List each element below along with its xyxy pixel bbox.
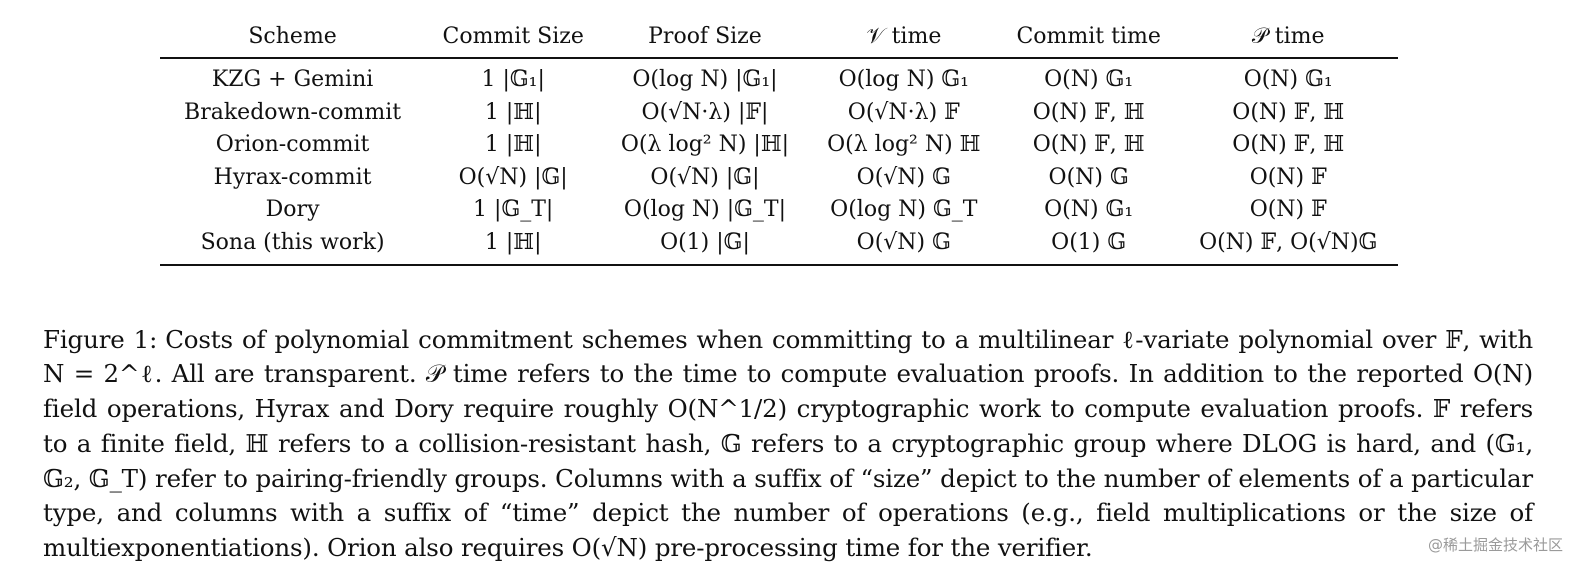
table-row: KZG + Gemini 1 |𝔾₁| O(log N) |𝔾₁| O(log … xyxy=(160,58,1398,97)
cell-verifier-time: O(√N) 𝔾 xyxy=(808,226,999,266)
cell-commit-time: O(N) 𝔾₁ xyxy=(1044,67,1134,93)
cell-proof-size: O(log N) |𝔾_T| xyxy=(623,197,787,223)
cell-commit-size: 1 |𝔾_T| xyxy=(473,197,554,223)
table-row: Orion-commit 1 |ℍ| O(λ log² N) |ℍ| O(λ l… xyxy=(160,129,1398,162)
cell-prover-time: O(N) 𝔾₁ xyxy=(1243,67,1333,93)
cell-prover-time: O(N) 𝔽 xyxy=(1249,164,1327,190)
header-row: Scheme Commit Size Proof Size 𝒱 time Com… xyxy=(160,20,1398,59)
header-scheme: Scheme xyxy=(160,20,426,59)
header-commit-time: Commit time xyxy=(998,20,1179,59)
cell-verifier-time: O(log N) 𝔾_T xyxy=(830,197,978,223)
caption-text: Costs of polynomial commitment schemes w… xyxy=(43,324,1533,563)
cell-prover-time: O(N) 𝔽, ℍ xyxy=(1232,132,1345,158)
cell-proof-size: O(√N·λ) |𝔽| xyxy=(641,99,769,125)
table-row: Sona (this work) 1 |ℍ| O(1) |𝔾| O(√N) 𝔾 … xyxy=(160,226,1398,266)
cell-proof-size: O(λ log² N) |ℍ| xyxy=(620,132,790,158)
cell-prover-time: O(N) 𝔽 xyxy=(1249,197,1327,223)
header-prover-time: 𝒫 time xyxy=(1178,20,1398,59)
cell-scheme: Orion-commit xyxy=(215,132,370,158)
header-proof-size: Proof Size xyxy=(601,20,809,59)
cell-proof-size: O(log N) |𝔾₁| xyxy=(632,67,778,93)
table-row: Dory 1 |𝔾_T| O(log N) |𝔾_T| O(log N) 𝔾_T… xyxy=(160,194,1398,227)
table-row: Brakedown-commit 1 |ℍ| O(√N·λ) |𝔽| O(√N·… xyxy=(160,97,1398,130)
cell-commit-size: 1 |𝔾₁| xyxy=(481,67,545,93)
cell-scheme: Dory xyxy=(265,197,320,223)
header-commit-size: Commit Size xyxy=(425,20,602,59)
cell-commit-time: O(N) 𝔽, ℍ xyxy=(1032,99,1145,125)
cost-table-container: Scheme Commit Size Proof Size 𝒱 time Com… xyxy=(160,20,1398,266)
cell-verifier-time: O(√N) 𝔾 xyxy=(856,164,951,190)
table-row: Hyrax-commit O(√N) |𝔾| O(√N) |𝔾| O(√N) 𝔾… xyxy=(160,162,1398,195)
cell-verifier-time: O(log N) 𝔾₁ xyxy=(838,67,970,93)
cell-commit-size: 1 |ℍ| xyxy=(484,132,542,158)
cell-scheme: KZG + Gemini xyxy=(211,67,374,93)
cell-commit-time: O(N) 𝔾 xyxy=(1048,164,1129,190)
cell-commit-size: 1 |ℍ| xyxy=(425,226,602,266)
cell-commit-time: O(N) 𝔽, ℍ xyxy=(1032,132,1145,158)
cell-verifier-time: O(λ log² N) ℍ xyxy=(827,132,981,158)
cell-commit-time: O(N) 𝔾₁ xyxy=(1044,197,1134,223)
cell-prover-time: O(N) 𝔽, O(√N)𝔾 xyxy=(1178,226,1398,266)
table-header: Scheme Commit Size Proof Size 𝒱 time Com… xyxy=(160,20,1398,59)
cell-commit-time: O(1) 𝔾 xyxy=(998,226,1179,266)
table-body: KZG + Gemini 1 |𝔾₁| O(log N) |𝔾₁| O(log … xyxy=(160,58,1398,266)
cell-proof-size: O(1) |𝔾| xyxy=(601,226,809,266)
header-verifier-time: 𝒱 time xyxy=(808,20,999,59)
watermark: @稀土掘金技术社区 xyxy=(1427,536,1563,554)
cell-commit-size: O(√N) |𝔾| xyxy=(458,164,568,190)
cell-commit-size: 1 |ℍ| xyxy=(484,99,542,125)
cell-scheme: Sona (this work) xyxy=(160,226,426,266)
figure-caption: Figure 1:Costs of polynomial commitment … xyxy=(43,323,1533,567)
cell-verifier-time: O(√N·λ) 𝔽 xyxy=(847,99,960,125)
cell-proof-size: O(√N) |𝔾| xyxy=(650,164,760,190)
figure-label: Figure 1: xyxy=(43,324,158,354)
cell-prover-time: O(N) 𝔽, ℍ xyxy=(1232,99,1345,125)
cell-scheme: Hyrax-commit xyxy=(213,164,372,190)
cost-comparison-table: Scheme Commit Size Proof Size 𝒱 time Com… xyxy=(160,20,1398,266)
cell-scheme: Brakedown-commit xyxy=(184,99,402,125)
